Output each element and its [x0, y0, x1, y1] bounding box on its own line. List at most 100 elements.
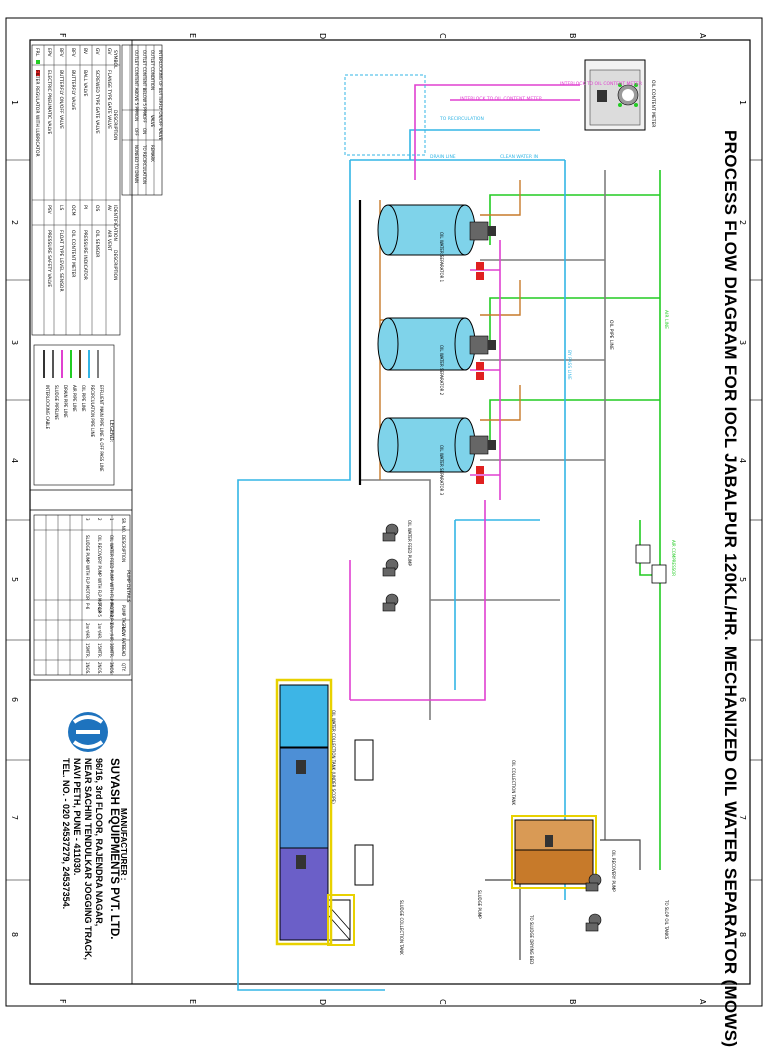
grid-number-right: 3: [738, 340, 747, 345]
grid-number-right: 8: [738, 932, 747, 937]
symbol-code: FRL: [34, 48, 40, 57]
legend-label: AIR PIPE LINE: [72, 385, 77, 412]
address-line-1: 96/16, 3rd FLOOR, RAJENDRA NAGAR,: [94, 758, 104, 927]
label-interlock-1: INTERLOCK TO OIL CONTENT METER: [560, 81, 642, 87]
grid-number-left: 4: [10, 458, 19, 463]
recirculation-pipe-line: [237, 129, 566, 991]
pump-qty: 2NOS.: [97, 662, 102, 675]
symbol-description: FILTER REGULATOR WITH LUBRICATOR: [34, 70, 40, 157]
label-drain-line: DRAIN LINE: [430, 154, 456, 160]
electro-pneumatic-valves: [476, 262, 484, 484]
grid-number-left: 2: [10, 220, 19, 225]
pump-sr: 2: [97, 518, 102, 521]
address-line-3: NAVI PETH, PUNE - 411030.: [72, 758, 82, 876]
separator-tank-1: [377, 204, 496, 256]
legend-label: DRAIN PIPE LINE: [63, 385, 68, 418]
identification-description: OIL CONTENT METER: [70, 230, 76, 277]
drawing-title: PROCESS FLOW DIAGRAM FOR IOCL JABALPUR 1…: [721, 130, 740, 1047]
interlock-header: OUTLET CONDITION: [150, 50, 155, 90]
pump-header: FLOW RATE: [121, 625, 126, 648]
symbol-code: BV: [82, 48, 88, 55]
oil-content-meter: [584, 59, 646, 131]
legend-label: SLUDGE PIPELINE: [54, 385, 59, 420]
pump-qty: 1NOS.: [85, 662, 90, 675]
symbol-table: [31, 44, 121, 336]
grid-letter-bottom: C: [438, 999, 447, 1005]
pump-description: SLUDGE PUMP WITH FLP MOTOR: [85, 535, 90, 600]
legend-title: LEGEND:: [108, 420, 114, 443]
identification-code: PSV: [46, 205, 52, 215]
grid-number-right: 6: [738, 697, 747, 702]
identification-description: PRESSURE INDICATOR: [82, 230, 88, 280]
grid-number-left: 1: [10, 100, 19, 105]
identification-code: OCM: [70, 205, 76, 216]
drain-pipe-line: [349, 84, 580, 701]
sludge-collection-tank: [354, 739, 374, 886]
interlock-condition: OUTLET CONTENT ABOVE 5 PPM: [134, 50, 139, 115]
grid-letter-bottom: E: [188, 999, 197, 1004]
label-feed-pump: OIL WATER FEED PUMP: [407, 520, 412, 567]
symbol-description: FLANGE TYPE GATE VALVE: [106, 70, 112, 129]
symbol-header: IDENTIFICATION: [112, 205, 118, 241]
interlock-table-title: INTERLOCKING OF BUTTERFLY ON/OFF VALVE: [158, 50, 163, 141]
grid-letter-bottom: F: [58, 999, 67, 1004]
label-to-recirc: TO RECIRCULATION: [439, 116, 484, 122]
air-compressor: [635, 544, 667, 584]
grid-number-left: 7: [10, 815, 19, 820]
symbol-description: SCREWED TYPE GATE VALVE: [94, 70, 100, 134]
legend-label: OIL PIPE LINE: [81, 385, 86, 412]
diagram-labels: SYMBOLDESCRIPTIONIDENTIFICATIONDESCRIPTI…: [34, 48, 676, 964]
interlock-remark: NONEED TO DRAIN: [134, 145, 139, 183]
pump-sr: 1: [109, 518, 114, 521]
address-line-2: NEAR SACHIN TENDULKAR JOGGING TRACK,: [83, 758, 93, 961]
pump-sr: 3: [85, 518, 90, 521]
address-line-4: TEL. NO. - 020 24537279, 24537354.: [61, 758, 71, 910]
collection-tank: [275, 678, 355, 946]
label-collection-tank: OIL WATER COLLECTION TANK (UNDER SCOPE): [331, 710, 336, 804]
pump-description: OIL WATER FEED PUMP WITH FLP MOTOR: [109, 535, 114, 617]
grid-number-right: 4: [738, 458, 747, 463]
grid-letter-top: D: [318, 33, 327, 39]
grid-letter-top: C: [438, 33, 447, 39]
symbol-description: ELECTRIC PNEUMATIC VALVE: [46, 70, 52, 135]
grid-number-left: 6: [10, 697, 19, 702]
label-to-sludge: TO SLUDGE DRYING BED: [529, 914, 534, 964]
company-logo: [68, 712, 108, 752]
outer-border: [5, 17, 763, 1007]
pump-tag: P-6: [85, 603, 90, 610]
pump-header: SR. NO.: [121, 518, 126, 533]
pump-header: PUMP TAG NO.: [121, 605, 126, 634]
grid-letter-bottom: D: [318, 999, 327, 1005]
identification-description: PRESSURE SAFETY VALVE: [46, 230, 52, 287]
legend-label: RECIRCULATION PIPE LINE: [90, 385, 95, 438]
pump-flow: 60m³/HR.: [109, 623, 114, 642]
symbol-code: EPV: [46, 48, 52, 58]
pump-description: OIL RECOVERY PUMP WITH FLP MOTOR: [97, 535, 102, 613]
symbol-code: BFV: [58, 48, 64, 58]
symbol-header: DESCRIPTION: [112, 250, 118, 280]
inner-border: [29, 39, 751, 985]
interlock-valve-a: ON: [134, 115, 139, 121]
label-ocm: OIL CONTENT METER: [650, 80, 656, 127]
label-interlock-2: INTERLOCK TO OIL CONTENT METER: [460, 96, 542, 102]
grid-number-left: 3: [10, 340, 19, 345]
interlock-remark: TO RECIRCULATION: [142, 144, 147, 184]
pump-qty: 3NOS.: [109, 662, 114, 675]
label-oil-collection: OIL COLLECTION TANK: [511, 760, 516, 805]
identification-code: PI: [82, 205, 88, 209]
pump-flow: 2m³/HR.: [85, 623, 90, 639]
symbol-header: DESCRIPTION: [112, 110, 118, 140]
oil-collection-tank: [511, 815, 597, 889]
pump-table-title: PUMP DETAILS: [125, 570, 131, 603]
identification-description: OIL SENSOR: [94, 230, 100, 257]
interlock-valve-b: OFF: [134, 128, 139, 136]
symbol-code: BFV: [70, 48, 76, 58]
interlock-condition: OUTLET CONTENT BELOW 5 PPM: [142, 50, 147, 116]
pump-head: 15MTR.: [97, 643, 102, 658]
label-bypass: BY PASS LINE: [566, 350, 572, 380]
manufacturer-label: MANUFACTURER :: [119, 808, 128, 881]
pump-header: DESCRIPTION: [121, 535, 126, 562]
pump-header: HEAD: [121, 645, 126, 656]
label-clean-water: CLEAN WATER IN: [500, 154, 538, 160]
